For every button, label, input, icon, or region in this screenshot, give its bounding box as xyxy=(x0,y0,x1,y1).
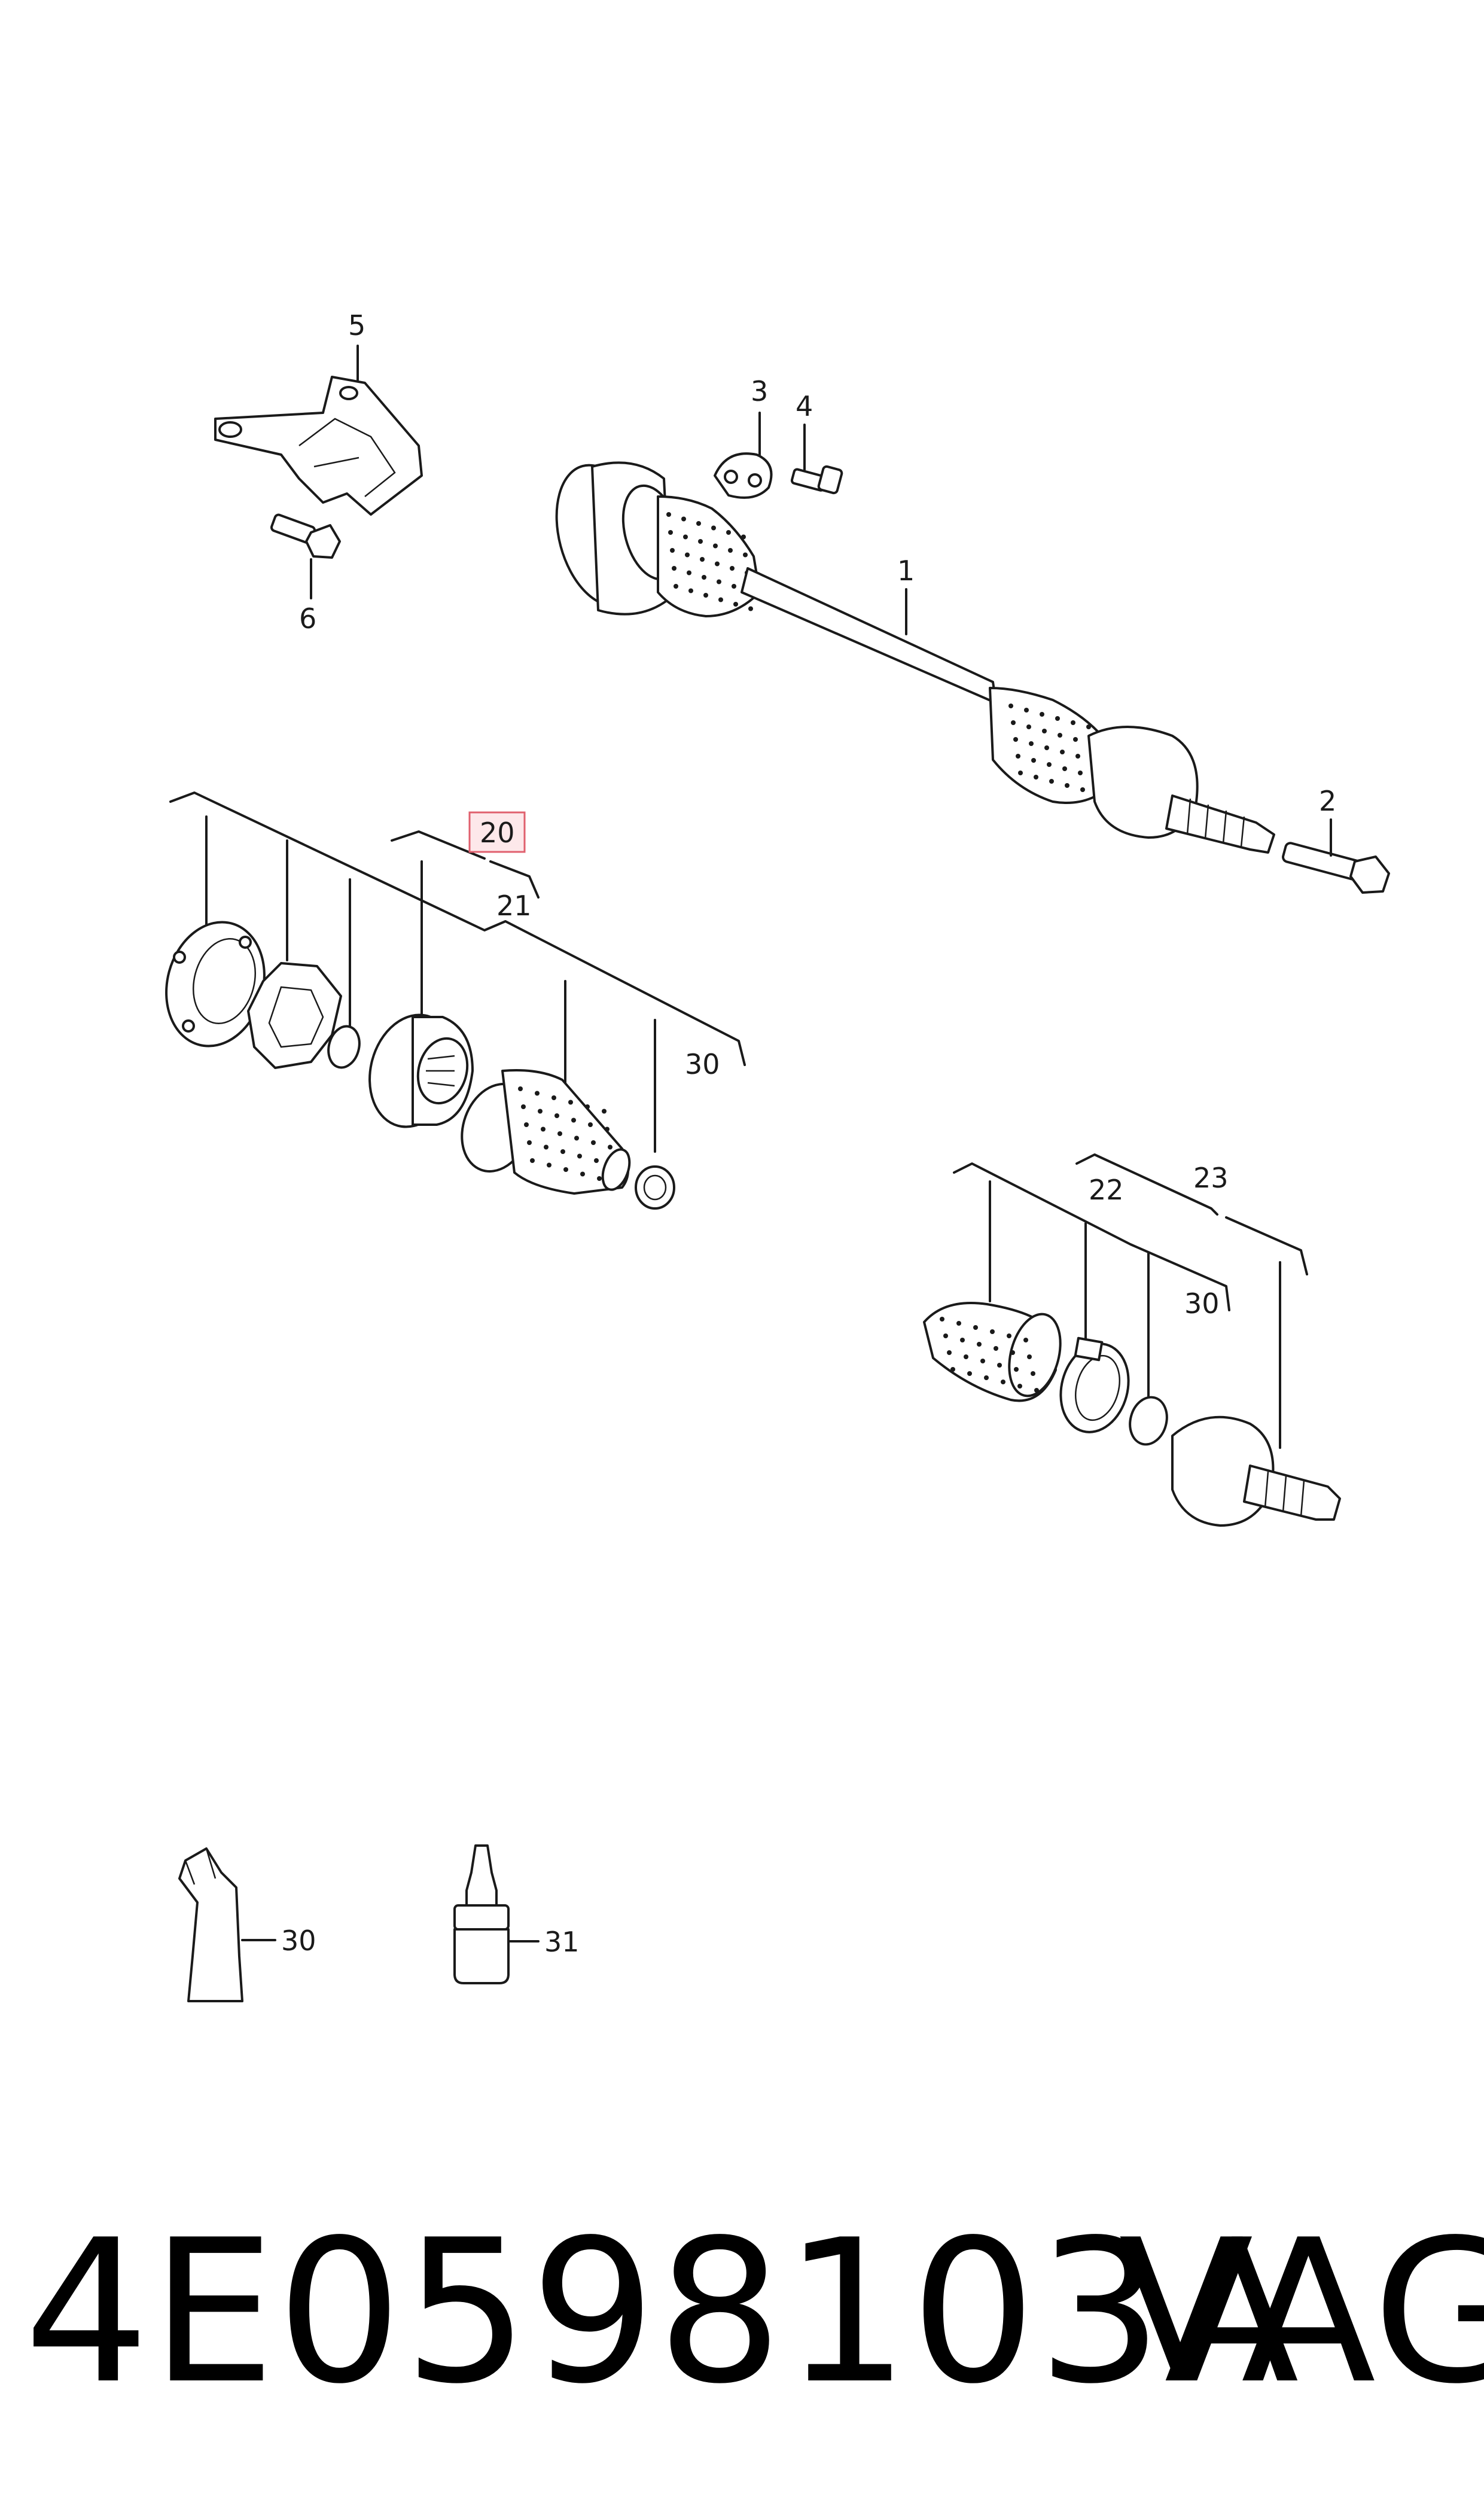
brand-name: VAG xyxy=(1119,2197,1484,2427)
part-number: 4E0598103A xyxy=(24,2197,1300,2427)
callout-2: 2 xyxy=(1319,785,1336,817)
callout-20[interactable]: 20 xyxy=(480,817,515,849)
left-group-brackets xyxy=(169,791,746,1153)
locking-plate xyxy=(714,452,773,499)
flange-cover xyxy=(165,921,266,1048)
callout-1: 1 xyxy=(897,555,915,587)
grease-tube xyxy=(178,1847,243,2002)
drive-shaft-assembly xyxy=(555,461,1275,854)
circlip xyxy=(1129,1396,1168,1446)
outer-boot xyxy=(923,1302,1062,1402)
bracket-bolt xyxy=(270,513,341,559)
callout-21: 21 xyxy=(496,890,532,922)
callout-4: 4 xyxy=(796,390,813,422)
callout-22: 22 xyxy=(1089,1174,1124,1206)
callout-3: 3 xyxy=(751,375,768,407)
heat-shield-bracket xyxy=(214,376,423,516)
callout-5: 5 xyxy=(348,309,365,342)
right-group-brackets xyxy=(953,1153,1308,1449)
adhesive-bottle xyxy=(453,1844,510,1984)
o-ring xyxy=(327,1025,361,1069)
callout-23: 23 xyxy=(1193,1162,1229,1194)
gasket xyxy=(247,962,342,1069)
callout-30-bottom: 30 xyxy=(281,1925,316,1957)
highlighted-callout-box[interactable] xyxy=(468,811,526,853)
callout-30-right: 30 xyxy=(1184,1287,1220,1320)
callout-31: 31 xyxy=(544,1926,580,1958)
callout-6: 6 xyxy=(299,602,316,635)
outer-cv-joint xyxy=(1171,1415,1341,1527)
shaft-bolt xyxy=(1282,842,1390,894)
boot-clamp-right xyxy=(1059,1336,1130,1433)
callout-30-left: 30 xyxy=(685,1048,720,1080)
plate-bolt xyxy=(790,465,843,495)
boot-clamp-left xyxy=(635,1165,675,1210)
inner-cv-joint xyxy=(368,1013,474,1128)
inner-boot xyxy=(461,1069,631,1195)
